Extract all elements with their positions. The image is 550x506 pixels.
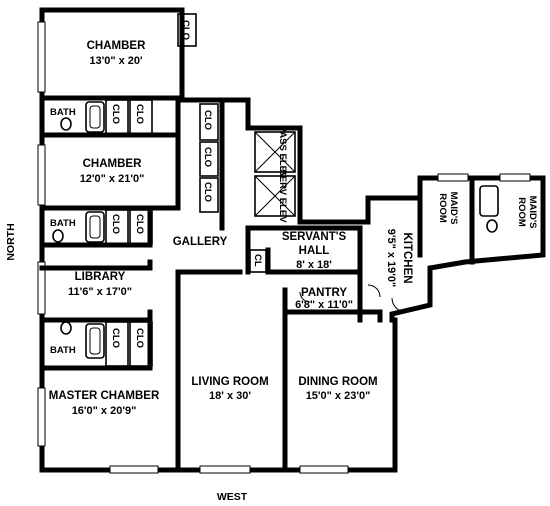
clo-label: CLO xyxy=(134,214,145,234)
small-labels: BATH BATH BATH CLO CLO CLO CLO CLO CLO C… xyxy=(50,20,288,356)
clo-label: CLO xyxy=(180,20,191,40)
chamber2-dims: 12'0" x 21'0" xyxy=(80,173,145,185)
room-labels: CHAMBER 13'0" x 20' CHAMBER 12'0" x 21'0… xyxy=(49,40,538,417)
dining-name: DINING ROOM xyxy=(298,376,377,388)
chamber2-name: CHAMBER xyxy=(83,158,142,170)
closet-blocks xyxy=(105,13,267,367)
living-dims: 18' x 30' xyxy=(209,390,251,402)
library-dims: 11'6" x 17'0" xyxy=(68,286,132,298)
master-dims: 16'0" x 20'9" xyxy=(72,405,137,417)
clo-label: CLO xyxy=(110,214,121,234)
clo-label: CLO xyxy=(202,147,213,167)
bath-label-1: BATH xyxy=(50,107,76,118)
master-name: MASTER CHAMBER xyxy=(49,390,160,402)
servants-dims: 8' x 18' xyxy=(296,259,332,271)
kitchen-dims: 9'5" x 19'0" xyxy=(385,229,397,287)
elevators xyxy=(254,131,296,217)
pantry-dims: 6'8" x 11'0" xyxy=(295,299,353,311)
clo-label: CLO xyxy=(134,328,145,348)
clo-label: CLO xyxy=(110,328,121,348)
library-name: LIBRARY xyxy=(75,271,126,283)
dining-dims: 15'0" x 23'0" xyxy=(306,390,371,402)
clo-label: CLO xyxy=(110,104,121,124)
door-swings xyxy=(299,284,407,313)
maid1-line1: MAID'S xyxy=(448,192,459,225)
cl-label: CL xyxy=(252,254,263,267)
bath-label-2: BATH xyxy=(50,218,76,229)
servants-name-2: HALL xyxy=(299,245,330,257)
north-label: NORTH xyxy=(5,223,17,260)
clo-label: CLO xyxy=(202,182,213,202)
maid2-line2: ROOM xyxy=(516,197,527,227)
kitchen-name: KITCHEN xyxy=(401,232,413,283)
interior-walls xyxy=(39,95,475,473)
compass-labels: NORTH WEST xyxy=(5,223,248,503)
gallery-name: GALLERY xyxy=(173,236,228,248)
clo-label: CLO xyxy=(202,110,213,130)
servants-name-1: SERVANT'S xyxy=(282,231,347,243)
living-name: LIVING ROOM xyxy=(191,376,268,388)
pantry-name: PANTRY xyxy=(301,287,347,299)
maid1-line2: ROOM xyxy=(437,193,448,223)
chamber1-name: CHAMBER xyxy=(87,40,146,52)
west-label: WEST xyxy=(217,491,248,503)
serv-elev-label: SERV ELEV xyxy=(277,169,288,223)
bath-fixtures xyxy=(52,101,499,359)
maid2-line1: MAID'S xyxy=(527,196,538,229)
pass-elev-label: PASS ELEV xyxy=(277,126,288,179)
bath-label-3: BATH xyxy=(50,345,76,356)
clo-label: CLO xyxy=(134,104,145,124)
chamber1-dims: 13'0" x 20' xyxy=(89,55,143,67)
windows xyxy=(37,21,531,474)
